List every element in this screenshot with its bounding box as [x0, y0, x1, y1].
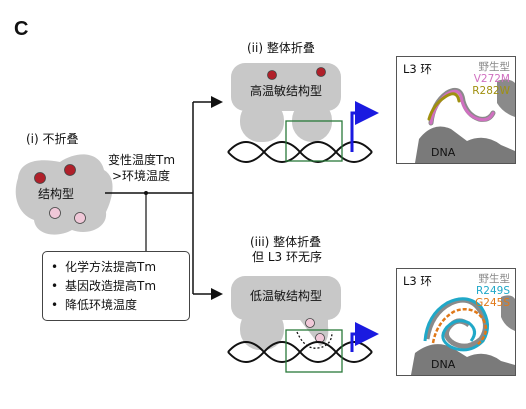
dna-strand-bottom-2 [227, 341, 373, 363]
inset-bottom-dna-label: DNA [431, 358, 456, 371]
partial-title-1: (iii) 整体折叠 [250, 235, 322, 249]
dna-strand-top-2 [227, 141, 373, 163]
unfolded-site-light-2 [74, 212, 86, 224]
legend-wildtype: 野生型 [478, 61, 511, 73]
methods-list: 化学方法提高Tm 基因改造提高Tm 降低环境温度 [51, 258, 156, 315]
folded-label: 高温敏结构型 [250, 84, 323, 98]
binding-site-box-top [285, 120, 343, 162]
legend-g245s: G245S [475, 297, 510, 309]
methods-junction [144, 191, 148, 195]
method-item: 降低环境温度 [51, 296, 156, 315]
inset-bottom-title: L3 环 [403, 274, 432, 288]
partial-protein-leg-left [240, 308, 284, 350]
binding-site-box-bottom [285, 329, 343, 373]
promoter-arrow-bottom [350, 322, 379, 352]
loop-r249s-trace [423, 297, 489, 352]
inset-top-dna-right [497, 79, 515, 117]
unfolded-site-dark-1 [34, 172, 46, 184]
inset-top-legend: 野生型 V272M R282W [472, 61, 510, 97]
unfolded-site-light-1 [49, 207, 61, 219]
folded-protein-body [231, 63, 341, 111]
unfolded-title: (i) 不折叠 [26, 132, 79, 146]
inset-bottom-legend: 野生型 R249S G245S [475, 273, 510, 309]
disordered-loop [296, 331, 333, 349]
loop-r282w-trace [427, 92, 461, 121]
legend-wildtype: 野生型 [478, 273, 511, 285]
folded-site-dark-2 [316, 67, 326, 77]
methods-box: 化学方法提高Tm 基因改造提高Tm 降低环境温度 [42, 251, 190, 321]
folded-title: (ii) 整体折叠 [247, 41, 315, 55]
unfolded-site-dark-2 [64, 164, 76, 176]
trigger-line-2: >环境温度 [112, 169, 171, 183]
method-item: 化学方法提高Tm [51, 258, 156, 277]
trigger-line-1: 变性温度Tm [108, 153, 176, 167]
inset-top-dna-shape [415, 126, 515, 163]
inset-top-title: L3 环 [403, 62, 432, 76]
partial-label: 低温敏结构型 [250, 289, 323, 303]
legend-v272m: V272M [473, 73, 510, 85]
folded-site-dark-1 [267, 70, 277, 80]
inset-top: L3 环 野生型 V272M R282W DNA [396, 56, 516, 164]
promoter-arrow-top [350, 101, 379, 152]
unfolded-label: 结构型 [38, 187, 75, 201]
legend-r282w: R282W [472, 85, 510, 97]
folded-protein-leg-left [240, 100, 284, 142]
inset-bottom-structure [411, 295, 515, 375]
method-item: 基因改造提高Tm [51, 277, 156, 296]
partial-site-light-1 [305, 318, 315, 328]
loop-g245s-trace [431, 308, 488, 346]
inset-bottom-dna-shape [411, 344, 515, 375]
inset-bottom: L3 环 野生型 R249S G245S DNA [396, 268, 516, 376]
inset-top-dna-label: DNA [431, 146, 456, 159]
inset-bottom-dna-right [501, 295, 515, 331]
inset-top-structure [415, 79, 515, 163]
legend-r249s: R249S [475, 285, 510, 297]
partial-title-2: 但 L3 环无序 [252, 250, 322, 264]
panel-letter: C [14, 18, 29, 40]
